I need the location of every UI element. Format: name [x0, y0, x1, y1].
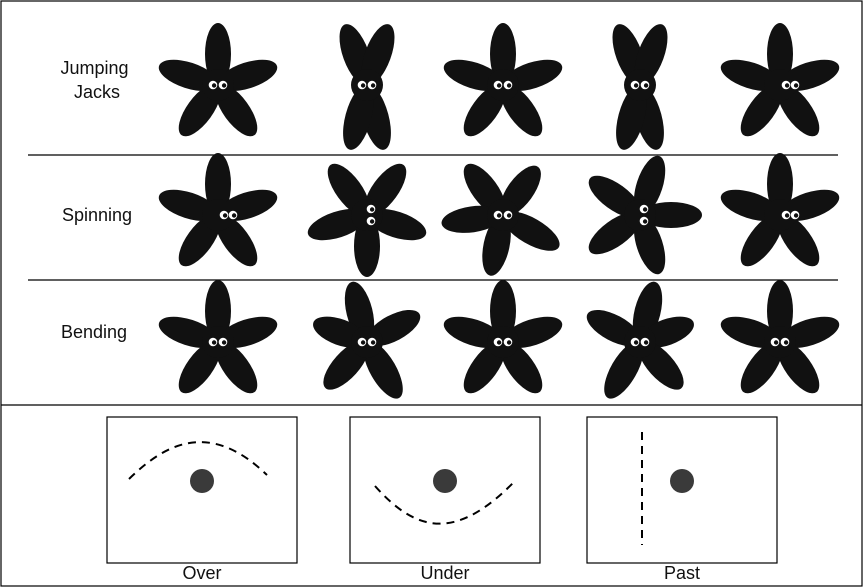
creature-figure — [581, 279, 698, 405]
creature-pupil — [785, 83, 789, 87]
creature-pupil — [634, 83, 638, 87]
creature-pupil — [794, 83, 798, 87]
creature-pupil — [497, 83, 501, 87]
creature-figure — [717, 23, 843, 143]
creature-pupil — [774, 340, 778, 344]
row-label-spinning: Spinning — [62, 205, 132, 225]
creature-grid — [155, 20, 843, 404]
creature-body — [351, 199, 383, 231]
creature-pupil — [361, 83, 365, 87]
creature-figure — [155, 280, 281, 400]
creature-pupil — [634, 340, 638, 344]
creature-pupil — [361, 340, 365, 344]
creature-figure — [333, 20, 402, 153]
creature-body — [624, 69, 656, 101]
ball — [190, 469, 214, 493]
creature-pupil — [784, 340, 788, 344]
creature-pupil — [794, 213, 798, 217]
creature-figure — [606, 20, 675, 153]
creature-pupil — [507, 213, 511, 217]
creature-pupil — [370, 207, 374, 211]
creature-figure — [155, 23, 281, 143]
panel-label: Past — [664, 563, 700, 583]
creature-body — [202, 69, 234, 101]
creature-figure — [304, 157, 430, 277]
creature-pupil — [644, 83, 648, 87]
row-label-bending: Bending — [61, 322, 127, 342]
creature-body — [487, 326, 519, 358]
creature-pupil — [785, 213, 789, 217]
creature-pupil — [643, 207, 647, 211]
creature-figure — [155, 153, 281, 273]
creature-figure — [582, 152, 702, 278]
creature-pupil — [643, 219, 647, 223]
creature-pupil — [222, 340, 226, 344]
creature-pupil — [497, 213, 501, 217]
creature-pupil — [507, 340, 511, 344]
ball — [433, 469, 457, 493]
path-panel: Past — [587, 417, 777, 583]
creature-body — [624, 326, 656, 358]
panel-label: Over — [182, 563, 221, 583]
creature-figure — [440, 280, 566, 400]
creature-pupil — [212, 340, 216, 344]
creature-pupil — [370, 219, 374, 223]
path-panel: Over — [107, 417, 297, 583]
creature-figure — [440, 23, 566, 143]
creature-body — [487, 199, 519, 231]
creature-pupil — [371, 340, 375, 344]
panel-label: Under — [420, 563, 469, 583]
creature-pupil — [497, 340, 501, 344]
row-label-jumping-jacks: Jumping Jacks — [60, 58, 133, 102]
creature-pupil — [232, 213, 236, 217]
row-label-line: Jumping — [60, 58, 128, 78]
creature-pupil — [644, 340, 648, 344]
creature-figure — [440, 157, 566, 278]
row-label-line: Jacks — [74, 82, 120, 102]
creature-body — [351, 326, 383, 358]
creature-figure — [309, 279, 426, 405]
row-labels: Jumping Jacks Spinning Bending — [60, 58, 133, 342]
path-panels: Over Under Past — [107, 417, 777, 583]
ball — [670, 469, 694, 493]
creature-pupil — [371, 83, 375, 87]
creature-pupil — [507, 83, 511, 87]
creature-body — [487, 69, 519, 101]
creature-body — [351, 69, 383, 101]
creature-body — [764, 326, 796, 358]
creature-body — [624, 199, 656, 231]
creature-figure — [717, 280, 843, 400]
creature-body — [202, 326, 234, 358]
creature-pupil — [212, 83, 216, 87]
path-panel: Under — [350, 417, 540, 583]
creature-figure — [717, 153, 843, 273]
creature-pupil — [222, 83, 226, 87]
creature-pupil — [223, 213, 227, 217]
